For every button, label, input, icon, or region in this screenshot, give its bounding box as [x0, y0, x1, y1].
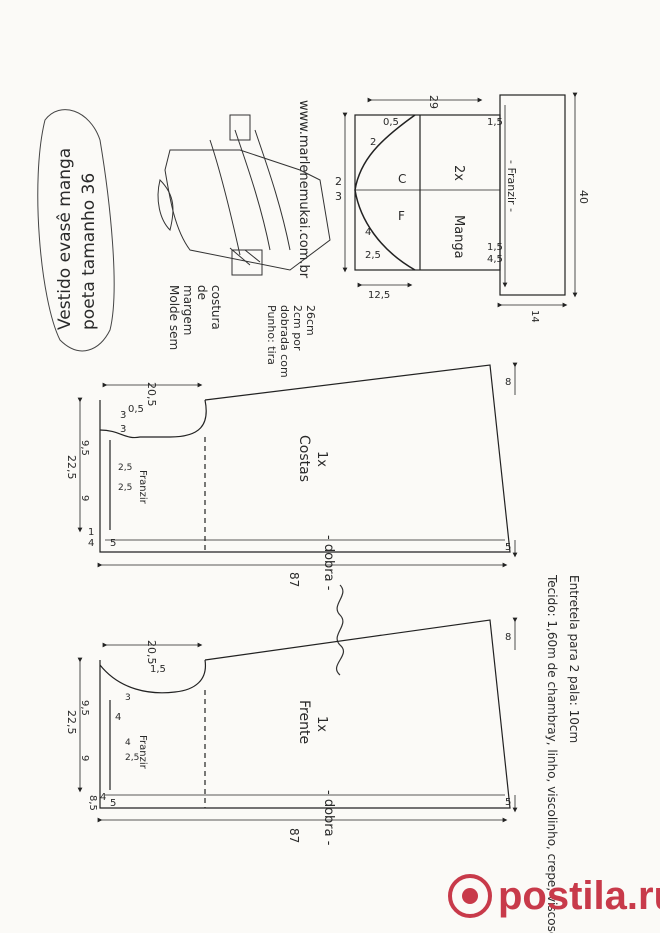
front-name: Frente	[296, 700, 312, 744]
sleeve-measure: 4,5	[487, 254, 503, 265]
title-line-1: Vestido evasê manga	[55, 148, 75, 330]
back-measure: 8	[505, 377, 511, 388]
front-measure: 8	[505, 632, 511, 643]
front-measure: 22,5	[65, 710, 78, 735]
watermark-logo-icon	[448, 874, 492, 918]
cuff-note-line-4: 26cm	[304, 305, 317, 336]
back-measure: 2,5	[118, 463, 132, 473]
back-measure: 4	[88, 538, 94, 549]
front-measure: 20,5	[145, 640, 158, 665]
watermark: postila.ru	[448, 872, 660, 920]
sleeve-measure: 2	[370, 137, 376, 148]
sleeve-measure: 1,5	[487, 242, 503, 253]
sleeve-measure: 3	[335, 190, 342, 203]
signature	[336, 584, 344, 676]
back-measure: 9,5	[79, 440, 90, 456]
sleeve-pattern	[342, 92, 578, 308]
back-measure: 9	[79, 495, 90, 501]
front-measure: 2,5	[125, 753, 139, 763]
mold-note-line-2: margem	[181, 285, 195, 335]
sleeve-measure: 12,5	[368, 290, 390, 301]
sleeve-front-label: F	[398, 209, 405, 223]
cuff-note-line-1: Punho: tira	[265, 305, 278, 365]
back-measure: 0,5	[128, 404, 144, 415]
back-pattern	[77, 362, 518, 568]
front-gather: Franzir	[137, 735, 148, 770]
front-measure: 4	[100, 792, 106, 803]
front-measure: 87	[287, 828, 301, 843]
front-measure: 8,5	[87, 795, 98, 811]
front-measure: 5	[110, 798, 116, 809]
title-line-2: poeta tamanho 36	[79, 173, 99, 330]
back-measure: 3	[120, 410, 126, 421]
back-labels: Costas 1x - dobra - Franzir 22,5 9,5 9 3…	[65, 377, 511, 591]
front-measure: 4	[115, 712, 121, 723]
sleeve-measure: 14	[529, 310, 540, 323]
sleeve-measure: 1,5	[487, 117, 503, 128]
fabric-note: Tecido: 1,60m de chambray, linho, viscol…	[545, 574, 559, 933]
sleeve-measure: 2,5	[365, 250, 381, 261]
cuff-note-line-2: dobrada com	[278, 305, 291, 378]
front-quantity: 1x	[314, 716, 329, 732]
sleeve-measure: 4	[365, 227, 371, 238]
front-measure: 3	[125, 693, 131, 703]
sleeve-back-label: C	[398, 172, 406, 186]
front-measure: 5	[505, 797, 511, 808]
back-measure: 2,5	[118, 483, 132, 493]
front-labels: Frente 1x - dobra - Franzir 22,5 9,5 9 8…	[65, 632, 511, 846]
sleeve-measure: 40	[577, 190, 590, 204]
sleeve-measure: 0,5	[383, 117, 399, 128]
front-measure: 9	[79, 755, 90, 761]
mold-note-line-1: Molde sem	[167, 285, 181, 350]
website-text: www.marlenemukai.com.br	[296, 100, 311, 279]
front-measure: 9,5	[79, 700, 90, 716]
back-measure: 5	[505, 542, 511, 553]
watermark-text: postila.ru	[498, 873, 660, 918]
fabric-note-2: Entretela para 2 pala: 10cm	[567, 575, 581, 743]
front-fold: - dobra -	[321, 790, 336, 846]
fabric-note-line-1: Tecido: 1,60m de chambray, linho, viscol…	[545, 574, 559, 933]
front-measure: 4	[125, 738, 131, 748]
back-measure: 22,5	[65, 455, 78, 480]
mold-note-line-4: costura	[209, 285, 223, 330]
back-measure: 87	[287, 572, 301, 587]
sleeve-gather: - Franzir -	[505, 160, 518, 212]
sleeve-measure: 29	[427, 95, 440, 109]
sleeve-labels: C F Manga 2x - Franzir - 29 3 2 0,5 2 1,…	[335, 95, 590, 323]
back-fold: - dobra -	[321, 535, 336, 591]
back-quantity: 1x	[314, 451, 329, 467]
front-measure: 1,5	[150, 664, 166, 675]
mold-note: Molde sem margem de costura	[167, 285, 223, 350]
sleeve-quantity: 2x	[451, 165, 466, 181]
back-measure: 5	[110, 538, 116, 549]
back-measure: 1	[88, 527, 94, 538]
cuff-note-line-3: 2cm por	[291, 305, 304, 351]
back-measure: 20,5	[145, 382, 158, 407]
back-name: Costas	[296, 435, 312, 482]
title-area: Vestido evasê manga poeta tamanho 36 www…	[37, 100, 311, 352]
dress-sketch	[157, 114, 331, 276]
fabric-note-line-2: Entretela para 2 pala: 10cm	[567, 575, 581, 743]
cuff-note: Punho: tira dobrada com 2cm por 26cm	[265, 305, 317, 378]
mold-note-line-3: de	[195, 285, 209, 300]
sleeve-name: Manga	[451, 215, 466, 259]
back-measure: 3	[120, 424, 126, 435]
front-pattern	[77, 617, 518, 823]
back-gather: Franzir	[137, 470, 148, 505]
sleeve-measure: 2	[335, 175, 342, 188]
